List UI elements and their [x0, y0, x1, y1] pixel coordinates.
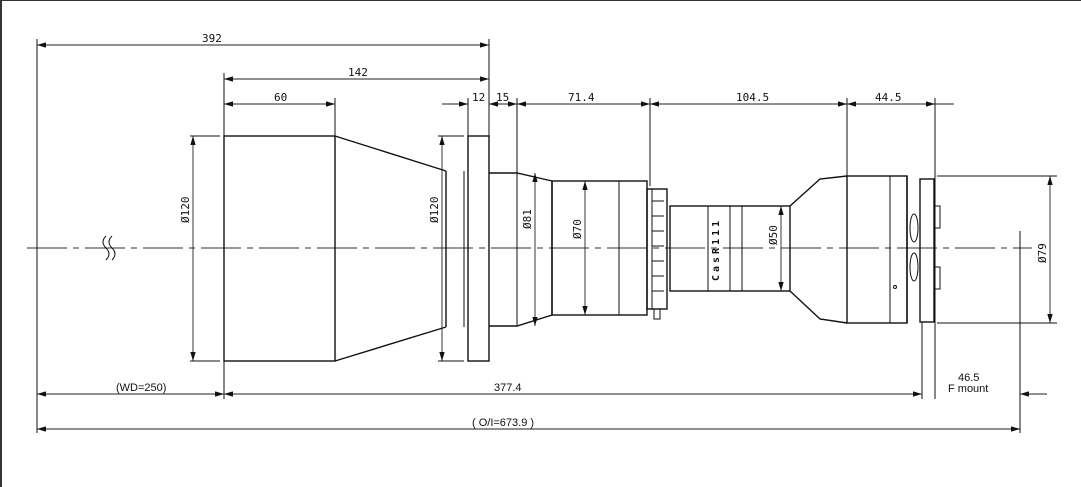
break-symbol — [102, 235, 116, 261]
dim-section-2: 104.5 — [736, 91, 769, 104]
dia-front: Ø120 — [179, 197, 192, 224]
dim-flange-back: 46.5 — [958, 372, 979, 384]
dia-ring: Ø81 — [521, 209, 534, 229]
diameter-dimension-lines — [190, 136, 1053, 361]
extension-lines — [36, 39, 1057, 433]
dim-object-to-image: ( O/I=673.9 ) — [472, 417, 534, 429]
dim-section-3: 44.5 — [875, 91, 902, 104]
dim-flange: 12 — [472, 91, 485, 104]
dia-flange: Ø120 — [428, 197, 441, 224]
front-barrel — [223, 135, 447, 362]
top-dimension-lines — [37, 42, 954, 107]
dia-barrel: Ø70 — [571, 219, 584, 239]
flange — [463, 135, 490, 362]
dia-body: Ø50 — [767, 225, 780, 245]
rear-body — [789, 175, 941, 324]
knurled-ring — [646, 188, 668, 320]
body-50: CasR111 — [669, 205, 791, 292]
dim-lens-length: 377.4 — [494, 382, 522, 394]
dim-section-1: 71.4 — [568, 91, 595, 104]
dim-working-distance: (WD=250) — [116, 382, 166, 394]
bottom-dimension-lines — [37, 391, 1047, 432]
ring — [489, 172, 553, 327]
dim-ring: 15 — [496, 91, 509, 104]
dim-overall: 392 — [202, 32, 222, 45]
dia-rear: Ø79 — [1036, 243, 1049, 263]
barrel-marking: CasR111 — [711, 218, 722, 281]
dim-front-to-flange: 142 — [348, 66, 368, 79]
mount-type: F mount — [948, 383, 988, 395]
dim-front-barrel: 60 — [274, 91, 287, 104]
